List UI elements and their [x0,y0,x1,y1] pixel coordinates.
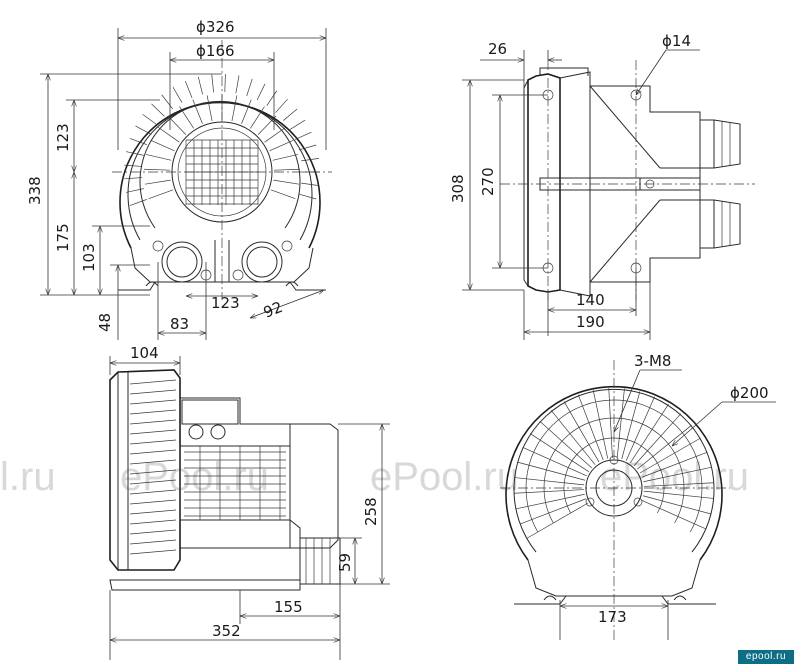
dim-height-lower: 175 [54,223,72,252]
dim-width-190: 190 [576,313,605,331]
dim-height-258: 258 [362,497,380,526]
dim-width-140: 140 [576,291,605,309]
side-fins [129,379,177,555]
watermark-fragment: l.ru [0,455,56,499]
watermark: l.ru ePool.ru ePool.ru ePool.ru [0,455,749,499]
dim-height-308: 308 [449,174,467,203]
front-fins [124,74,320,206]
dim-width-352: 352 [212,622,241,640]
dim-top-26: 26 [488,40,507,58]
watermark-fragment: ePool.ru [120,455,269,499]
dim-inlet-diameter: ϕ200 [730,384,769,402]
epool-logo: epool.ru [738,650,794,664]
dim-height-59: 59 [336,553,354,572]
watermark-fragment: ePool.ru [370,455,519,499]
inlet-view: 3-M8 ϕ200 173 [500,352,776,640]
dim-top-104: 104 [130,344,159,362]
dim-thread: 3-M8 [634,352,671,370]
dim-inner-diameter: ϕ166 [196,42,235,60]
dim-hole-diameter: ϕ14 [662,32,691,50]
dim-width-83: 83 [170,315,189,333]
dim-width-123: 123 [211,294,240,312]
dim-height-total: 338 [26,176,44,205]
dim-width-173: 173 [598,608,627,626]
side-view: 26 ϕ14 308 270 140 190 [449,32,755,340]
dim-outer-diameter: ϕ326 [196,18,235,36]
dim-width-155: 155 [274,598,303,616]
motor-side-view: 104 258 59 155 352 [109,344,390,660]
front-view: ϕ326 ϕ166 338 123 175 103 48 83 123 92 [26,18,332,340]
motor-fins [184,446,286,520]
dim-height-upper: 123 [54,123,72,152]
dim-height-103: 103 [80,243,98,272]
dim-height-270: 270 [479,167,497,196]
dim-width-92: 92 [261,298,285,322]
dim-height-48: 48 [96,313,114,332]
